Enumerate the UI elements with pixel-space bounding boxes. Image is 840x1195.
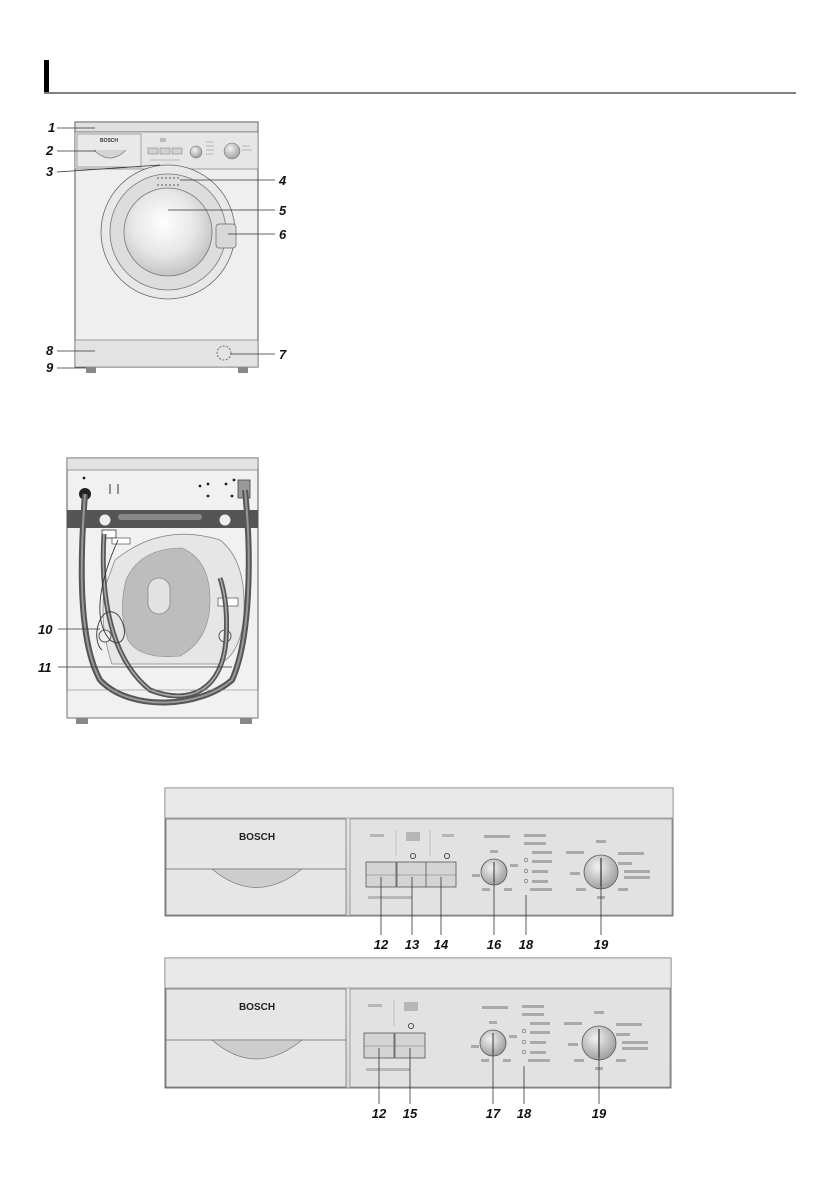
panel-b-brand-logo: BOSCH xyxy=(239,1002,275,1013)
panel-b-top-strip xyxy=(164,957,672,989)
label-8: 8 xyxy=(46,343,54,358)
back-view-diagram: 10 11 xyxy=(38,457,259,724)
back-foot-right xyxy=(240,718,252,724)
panel-a-drawer-handle xyxy=(211,868,303,888)
label-5: 5 xyxy=(279,203,287,218)
door-indicator-dots xyxy=(157,177,179,186)
panel-a-drawer xyxy=(165,818,347,916)
bolt-top-left xyxy=(98,513,112,527)
panel-a-label-18: 18 xyxy=(519,937,534,952)
panel-a-label-19: 19 xyxy=(594,937,609,952)
panel-b-label-18: 18 xyxy=(517,1106,532,1121)
panel-b-label-19: 19 xyxy=(592,1106,607,1121)
panel-b-led-15 xyxy=(407,1023,414,1030)
label-2: 2 xyxy=(45,143,54,158)
front-temperature-knob xyxy=(189,145,203,159)
panel-b-option-indicators xyxy=(522,1005,550,1062)
front-button-2 xyxy=(159,147,171,155)
front-leader-lines xyxy=(56,127,275,369)
panel-b-drawer-handle xyxy=(211,1039,303,1060)
front-button-1 xyxy=(147,147,159,155)
back-foot-left xyxy=(76,718,88,724)
back-band-slot xyxy=(118,514,202,520)
panel-a-label-14: 14 xyxy=(434,937,449,952)
back-vent-dots xyxy=(82,476,236,498)
hose-clamp-comb xyxy=(111,537,131,545)
panel-b-button-captions xyxy=(368,1002,418,1011)
panel-a-top-strip xyxy=(164,787,674,819)
panel-a-dividers xyxy=(395,830,431,856)
panel-a-label-13: 13 xyxy=(405,937,420,952)
door-handle xyxy=(215,223,237,249)
control-panel-variant-b: BOSCH xyxy=(164,957,672,1121)
front-view-diagram: BOSCH xyxy=(45,120,287,375)
panel-b-temperature-scale xyxy=(471,1006,517,1062)
label-11: 11 xyxy=(38,660,52,675)
panel-a-option-leds xyxy=(523,857,529,884)
label-10: 10 xyxy=(38,622,53,637)
panel-a-led-14 xyxy=(443,853,450,860)
back-leader-lines xyxy=(58,628,232,668)
label-7: 7 xyxy=(279,347,287,362)
drain-hose-highlight xyxy=(80,489,250,704)
front-panel-markings xyxy=(150,141,252,161)
label-1: 1 xyxy=(48,120,55,135)
back-marks xyxy=(109,484,119,494)
label-9: 9 xyxy=(46,360,54,375)
panel-b-caption-bar xyxy=(366,1068,410,1071)
label-3: 3 xyxy=(46,164,54,179)
panel-a-option-indicators xyxy=(524,834,552,891)
panel-b-label-12: 12 xyxy=(372,1106,387,1121)
panel-a-temperature-scale xyxy=(472,835,518,891)
front-indicator xyxy=(160,138,166,142)
panel-a-brand-logo: BOSCH xyxy=(239,832,275,843)
panel-b-leader-lines xyxy=(378,1043,600,1104)
front-foot-left xyxy=(86,367,96,373)
front-foot-right xyxy=(238,367,248,373)
service-flap xyxy=(74,339,259,368)
door-glass xyxy=(123,187,213,277)
label-6: 6 xyxy=(279,227,287,242)
machine-top-cover xyxy=(74,121,259,133)
panel-a-buttons xyxy=(365,861,457,888)
front-brand-logo: BOSCH xyxy=(100,138,118,144)
pump-filter-cover xyxy=(216,345,232,361)
front-button-3 xyxy=(171,147,183,155)
panel-b-drawer xyxy=(165,988,347,1088)
back-drum-hub xyxy=(147,577,171,615)
panel-b-label-17: 17 xyxy=(486,1106,501,1121)
panel-a-leader-lines xyxy=(380,872,602,935)
bolt-top-right xyxy=(218,513,232,527)
panel-a-button-captions xyxy=(370,832,454,841)
control-panel-variant-a: BOSCH xyxy=(164,787,674,952)
panel-b-option-leds xyxy=(521,1028,527,1055)
panel-a-label-16: 16 xyxy=(487,937,502,952)
label-4: 4 xyxy=(278,173,287,188)
header-marker xyxy=(44,60,49,92)
panel-b-label-15: 15 xyxy=(403,1106,418,1121)
bolt-bottom-left xyxy=(98,629,112,643)
back-base-frame xyxy=(66,689,259,719)
section-header xyxy=(44,60,796,94)
power-cable xyxy=(96,539,125,651)
drawer-handle xyxy=(93,149,127,159)
panel-a-caption-bar xyxy=(368,896,412,899)
inlet-hose-highlight xyxy=(102,533,228,697)
panel-a-led-13 xyxy=(409,853,416,860)
back-top-edge xyxy=(66,457,259,471)
front-program-knob xyxy=(223,142,241,160)
panel-a-label-12: 12 xyxy=(374,937,389,952)
